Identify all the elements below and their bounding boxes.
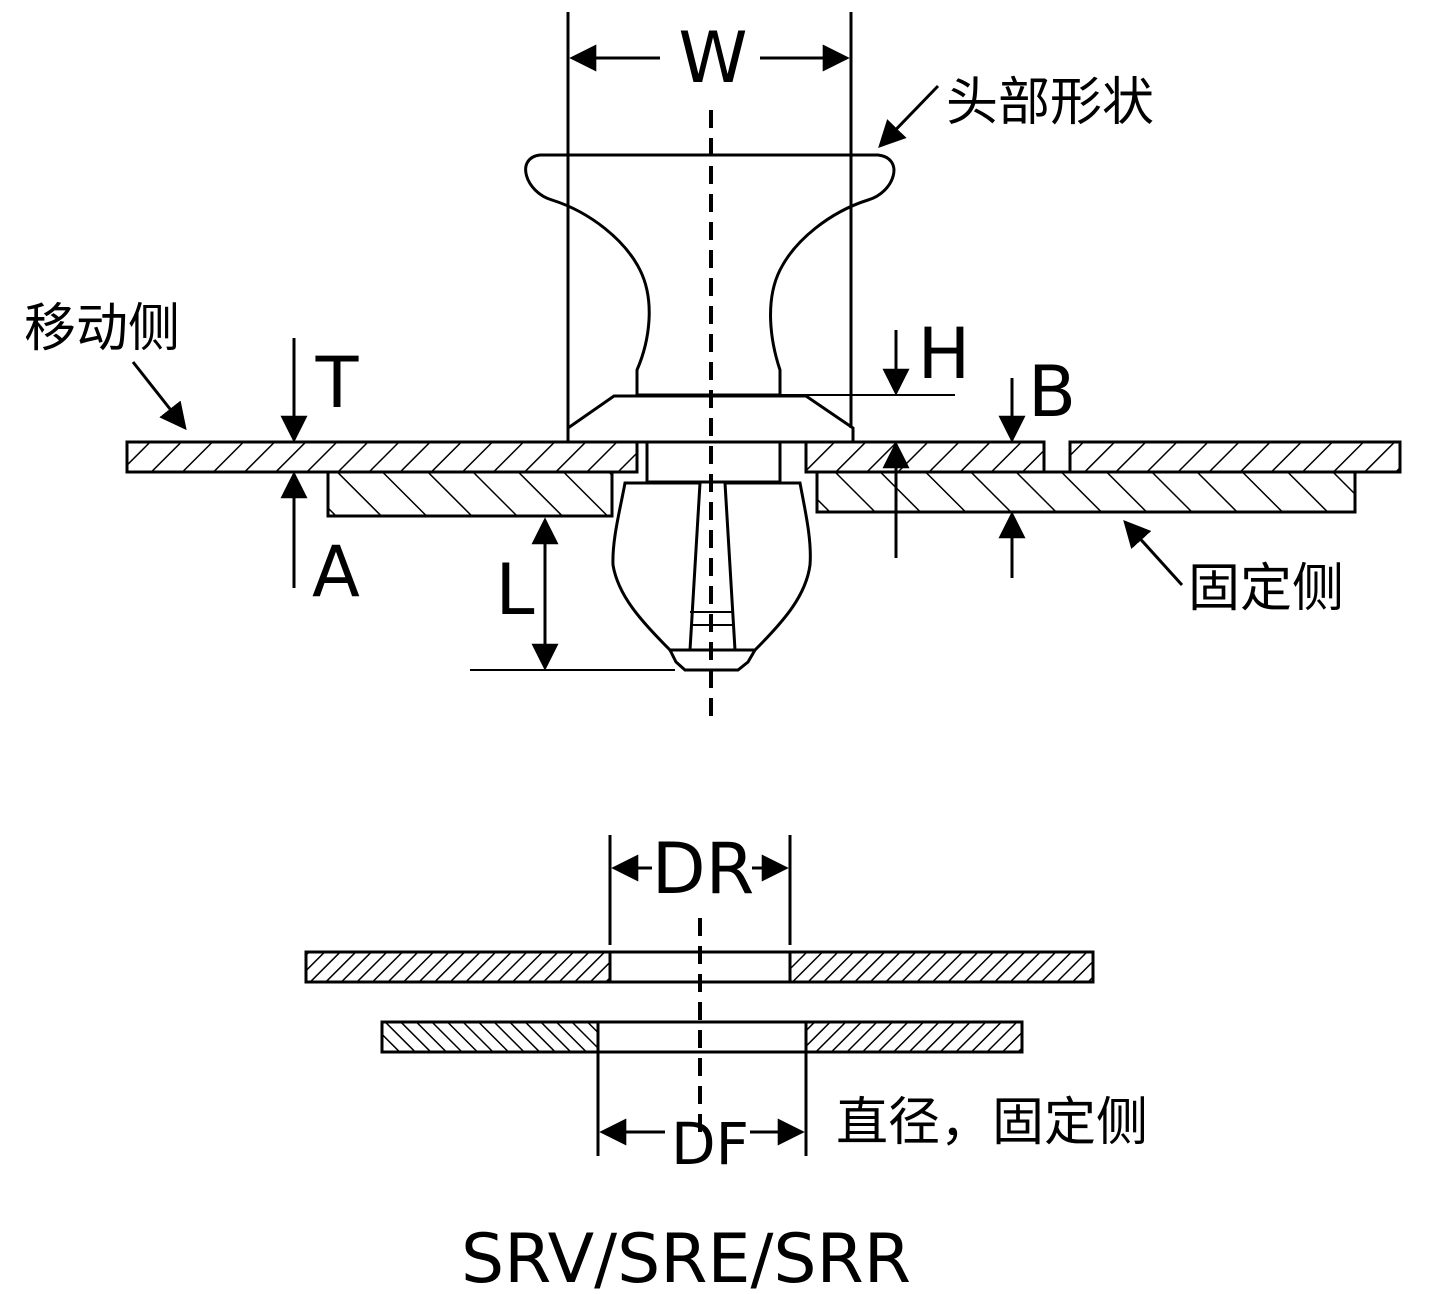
fixed-side-plate-lower xyxy=(326,470,1357,518)
moving-side-plate xyxy=(125,440,639,474)
h-label: H xyxy=(918,313,971,395)
moving-side-hole-plate xyxy=(304,950,1095,984)
diameter-fixed-side-label: 直径，固定侧 xyxy=(836,1093,1148,1153)
rivet-left-leg xyxy=(611,481,702,652)
dr-label: DR xyxy=(652,828,755,910)
moving-side-label: 移动侧 xyxy=(24,299,180,359)
rivet-right-leg xyxy=(723,481,812,652)
fixed-side-leader xyxy=(1123,519,1184,587)
df-label: DF xyxy=(671,1110,749,1178)
moving-side-leader xyxy=(131,361,187,431)
head-shape-leader xyxy=(878,84,940,148)
w-dimension xyxy=(566,12,853,428)
model-title: SRV/SRE/SRR xyxy=(461,1220,911,1294)
rivet-shank xyxy=(645,440,782,484)
rivet-head xyxy=(524,153,896,397)
t-label: T xyxy=(315,342,359,424)
b-label: B xyxy=(1028,351,1076,433)
fixed-side-plate-upper xyxy=(804,440,1402,474)
dr-dimension xyxy=(608,835,792,945)
l-label: L xyxy=(496,549,535,631)
fixed-side-label: 固定侧 xyxy=(1188,559,1344,619)
a-label: A xyxy=(312,531,360,613)
head-shape-label: 头部形状 xyxy=(946,73,1154,133)
w-label: W xyxy=(678,17,747,99)
l-dimension xyxy=(470,517,675,671)
h-dimension xyxy=(780,330,955,558)
df-dimension xyxy=(596,1052,808,1156)
